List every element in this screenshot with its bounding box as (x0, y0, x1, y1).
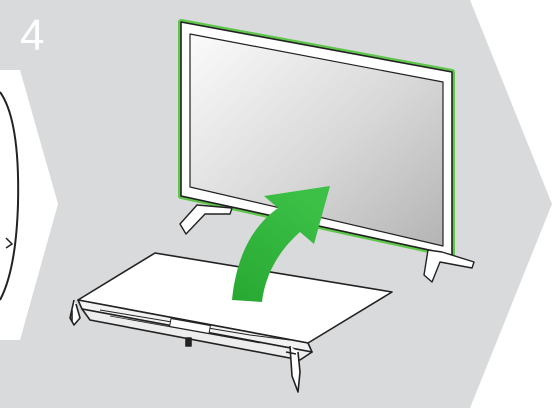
next-step-chevron (470, 0, 555, 408)
tv-standing-icon (178, 19, 475, 283)
curved-lift-arrow-icon (232, 186, 330, 302)
previous-step-object (0, 91, 20, 301)
step-number: 4 (20, 11, 45, 60)
